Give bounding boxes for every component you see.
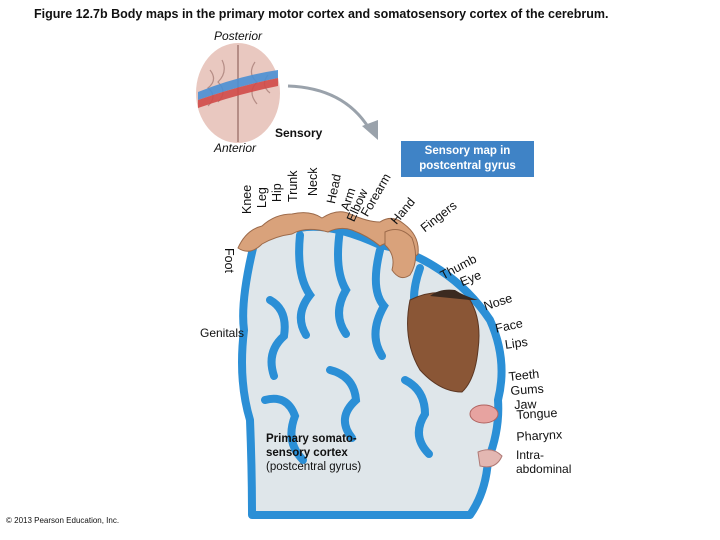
- label-genitals: Genitals: [200, 326, 245, 340]
- label-trunk: Trunk: [286, 170, 300, 203]
- cortex-label-line3: (postcentral gyrus): [266, 461, 362, 473]
- label-tongue: Tongue: [516, 405, 558, 422]
- label-leg: Leg: [255, 187, 269, 208]
- cortex-label-line2: sensory cortex: [266, 447, 348, 459]
- homunculus-icon: [237, 211, 503, 468]
- anterior-label: Anterior: [214, 141, 257, 155]
- label-knee: Knee: [240, 184, 254, 214]
- label-abdominal: abdominal: [516, 462, 572, 476]
- brain-icon: [196, 43, 280, 143]
- arrow-icon: [287, 84, 372, 131]
- posterior-label: Posterior: [214, 29, 263, 43]
- cortex-label-line1: Primary somato-: [266, 433, 357, 445]
- sensory-arrow-label: Sensory: [275, 126, 323, 140]
- label-neck: Neck: [306, 167, 320, 196]
- callout-line2: postcentral gyrus: [419, 160, 516, 172]
- label-hip: Hip: [270, 183, 284, 202]
- cortex-label: Primary somato- sensory cortex (postcent…: [266, 432, 361, 474]
- figure-title: Figure 12.7b Body maps in the primary mo…: [34, 7, 609, 21]
- callout-line1: Sensory map in: [424, 145, 511, 157]
- copyright: © 2013 Pearson Education, Inc.: [6, 516, 120, 525]
- label-foot: Foot: [222, 248, 236, 274]
- callout-box: Sensory map in postcentral gyrus: [401, 141, 534, 177]
- label-gums: Gums: [510, 381, 545, 398]
- label-pharynx: Pharynx: [516, 427, 563, 444]
- label-intra: Intra-: [516, 448, 545, 462]
